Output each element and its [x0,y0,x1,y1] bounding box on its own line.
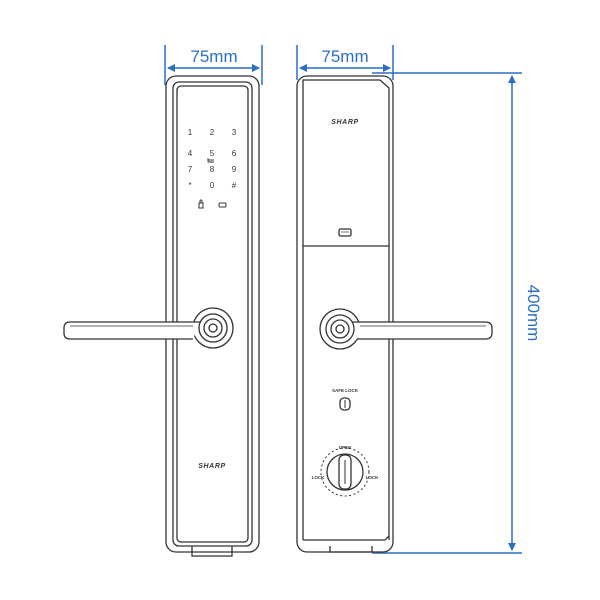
front-keypad: 1 2 3 4 5 6 7 8 9 * 0 # [188,128,237,190]
back-lock: SHARP SAFE LOCK OPEN LOCK LOCK [296,75,493,553]
knob-lock-right-label: LOCK [366,475,379,480]
front-width-label: 75mm [190,47,237,66]
keypad-key[interactable]: 7 [188,165,193,174]
keypad-key[interactable]: 4 [188,149,193,158]
safe-lock-label: SAFE LOCK [332,388,359,393]
front-lock: 1 2 3 4 5 6 7 8 9 * 0 # SHARP [63,75,260,557]
keypad-key[interactable]: 2 [210,128,215,137]
keypad-key[interactable]: 0 [210,181,215,190]
height-dimension: 400mm [372,72,543,554]
front-width-dimension: 75mm [164,45,263,85]
height-label: 400mm [524,285,543,342]
back-brand-logo: SHARP [331,119,359,126]
bell-icon [207,158,214,163]
keypad-key[interactable]: 3 [232,128,237,137]
front-status-icons [198,199,227,209]
back-width-label: 75mm [321,47,368,66]
knob-open-label: OPEN [339,445,352,450]
card-icon [218,202,227,208]
keypad-key[interactable]: # [232,181,237,190]
knob-lock-left-label: LOCK [312,475,325,480]
keypad-key[interactable]: * [188,181,191,190]
front-lever-handle[interactable] [63,321,200,340]
keypad-key[interactable]: 1 [188,128,193,137]
padlock-icon [198,202,204,209]
keypad-key[interactable]: 5 [210,149,215,158]
safe-lock-switch[interactable] [339,397,351,411]
back-lever-handle[interactable] [352,321,493,340]
keypad-key[interactable]: 6 [232,149,237,158]
battery-release-button[interactable] [338,228,352,237]
keypad-key[interactable]: 8 [210,165,215,174]
back-width-dimension: 75mm [296,45,394,80]
keypad-key[interactable]: 9 [232,165,237,174]
front-brand-logo: SHARP [198,463,226,470]
